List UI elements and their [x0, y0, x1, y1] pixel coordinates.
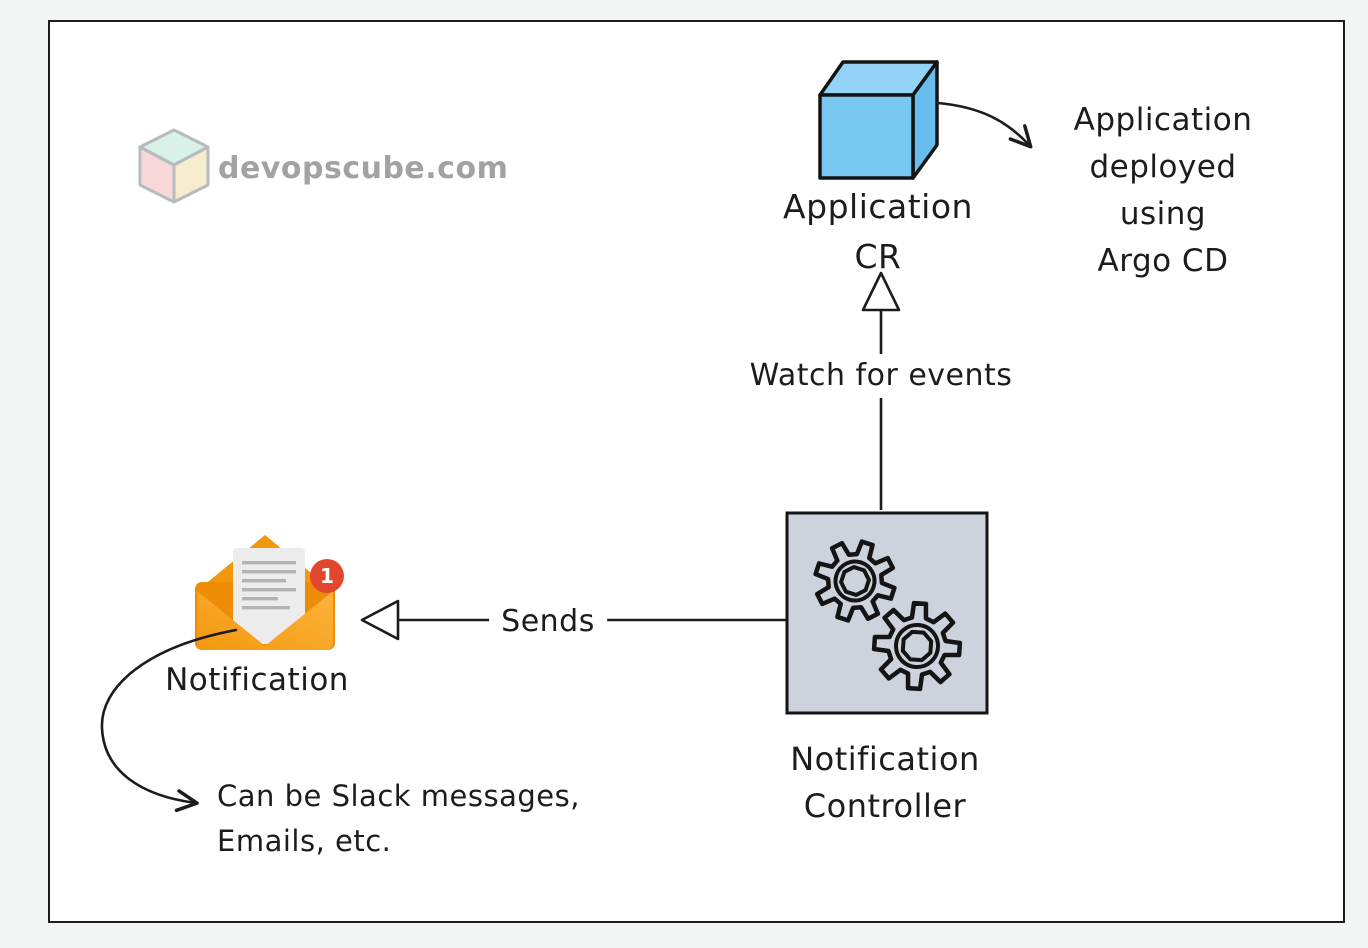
envelope-icon: 1 [195, 535, 344, 650]
application-cr-label: Application CR [783, 187, 973, 276]
arrow-cube-to-argo-note [936, 101, 1033, 149]
devopscube-logo-cube-icon [138, 128, 210, 204]
watermark-brand-text: devopscube.com [218, 151, 509, 186]
gears-icon [813, 539, 963, 692]
sends-label: Sends [489, 600, 607, 644]
application-cr-cube-icon [818, 60, 939, 180]
notification-badge: 1 [310, 559, 344, 593]
argo-deployed-note: Application deployed using Argo CD [1073, 102, 1253, 279]
letter-paper [233, 548, 305, 644]
arrow-notification-to-slack-note [100, 628, 238, 813]
svg-text:1: 1 [320, 564, 334, 588]
watch-for-events-label: Watch for events [737, 354, 1025, 398]
watch-arrow [861, 271, 901, 510]
diagram-canvas [48, 20, 1345, 923]
slack-messages-note: Can be Slack messages, Emails, etc. [217, 779, 580, 858]
notification-controller-label: Notification Controller [790, 740, 980, 825]
notification-label: Notification [165, 662, 349, 698]
